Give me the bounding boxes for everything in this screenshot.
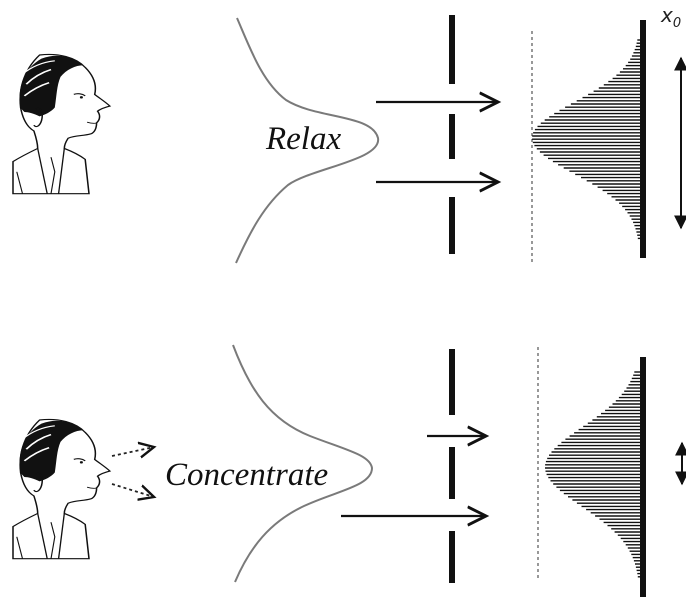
panel-concentrate: Concentrate — [12, 344, 686, 597]
interference-pattern-wide — [532, 39, 640, 240]
relax-wave-curve — [235, 17, 380, 264]
concentrate-label: Concentrate — [165, 457, 328, 493]
axis-label-x: x0 — [660, 3, 681, 31]
interference-pattern-narrow — [545, 371, 640, 578]
panel-relax: Relax x0 — [12, 3, 686, 264]
relax-label: Relax — [265, 121, 341, 157]
person-profile-icon — [12, 53, 111, 195]
concentrate-wave-curve — [232, 344, 374, 583]
gaze-arrow-icon — [111, 447, 154, 497]
person-profile-icon — [12, 418, 111, 560]
